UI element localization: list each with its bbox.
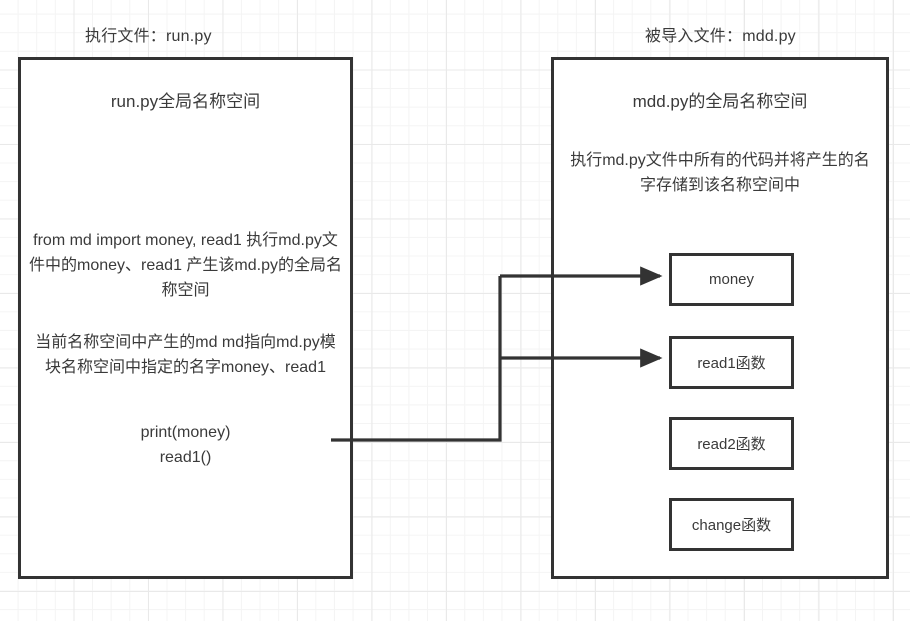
name-box-change: change函数 [669, 498, 794, 551]
run-code-lines: print(money) read1() [140, 424, 231, 466]
connector-trunk [331, 276, 502, 442]
mdd-namespace-heading: mdd.py的全局名称空间 [632, 92, 808, 111]
run-namespace-heading: run.py全局名称空间 [110, 92, 261, 111]
name-box-read1: read1函数 [669, 336, 794, 389]
mdd-exec-description: 执行md.py文件中所有的代码并将产生的名字存储到该名称空间中 [570, 152, 870, 194]
caption-imported-file: 被导入文件：mdd.py [645, 28, 796, 45]
caption-executing-file: 执行文件：run.py [85, 28, 212, 45]
run-md-pointer-description: 当前名称空间中产生的md md指向md.py模块名称空间中指定的名字money、… [35, 334, 336, 376]
run-import-description: from md import money, read1 执行md.py文件中的m… [29, 232, 342, 299]
mdd-py-namespace-box: mdd.py的全局名称空间 执行md.py文件中所有的代码并将产生的名字存储到该… [551, 57, 889, 579]
name-box-money: money [669, 253, 794, 306]
name-box-read2: read2函数 [669, 417, 794, 470]
run-py-namespace-box: run.py全局名称空间 from md import money, read1… [18, 57, 353, 579]
